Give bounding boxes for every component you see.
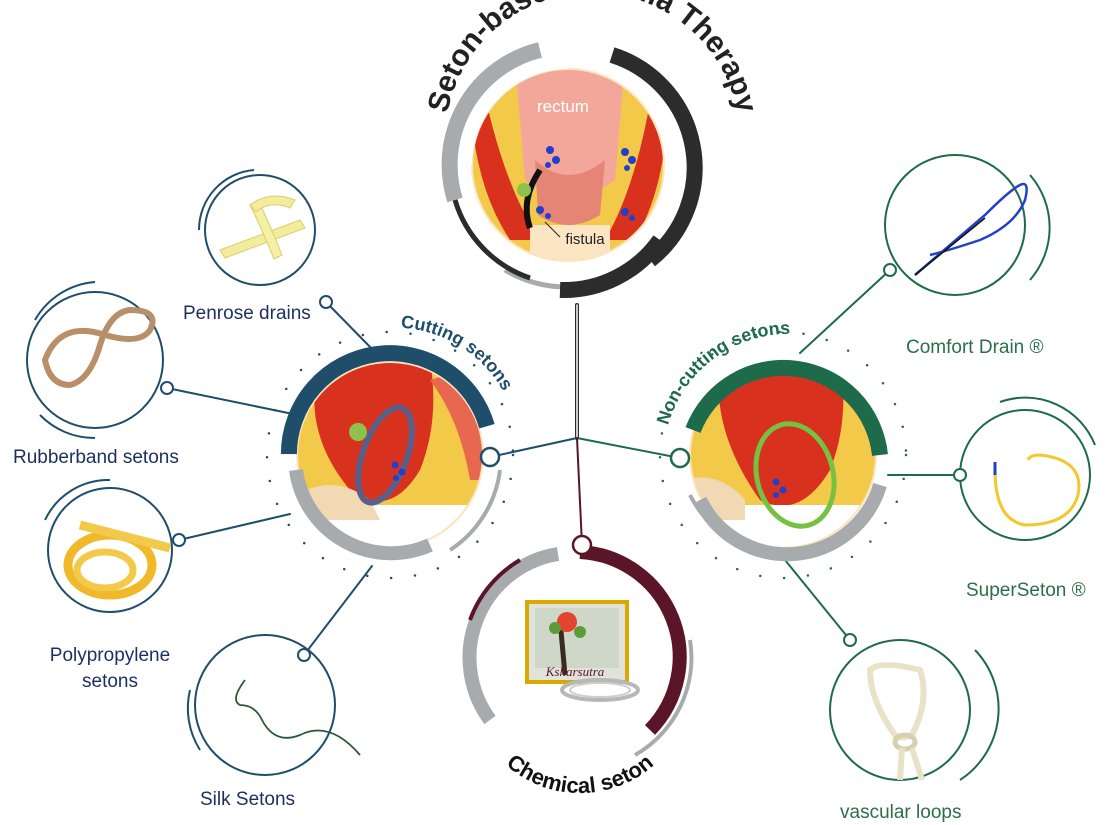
vascular-loop-node bbox=[830, 634, 999, 780]
penrose-drains-label: Penrose drains bbox=[183, 303, 311, 325]
rectum-label: rectum bbox=[537, 97, 589, 116]
polypropylene-setons-label: Polypropylene setons bbox=[40, 645, 180, 693]
non-cutting-setons-hub bbox=[671, 360, 883, 565]
cutting-setons-hub bbox=[277, 340, 500, 565]
comfort-drain-node bbox=[884, 155, 1050, 295]
superseton-icon bbox=[995, 455, 1079, 525]
superseton-node bbox=[954, 398, 1095, 540]
penrose-drain-node bbox=[199, 170, 332, 308]
rubberband-setons-label: Rubberband setons bbox=[13, 447, 179, 469]
silk-setons-label: Silk Setons bbox=[200, 789, 295, 811]
product-box-text: Ksharsutra bbox=[545, 664, 605, 679]
vascular-loops-label: vascular loops bbox=[840, 802, 961, 824]
penrose-drain-icon bbox=[220, 196, 305, 259]
fistula-label: fistula bbox=[565, 231, 605, 248]
polypropylene-line2: setons bbox=[40, 671, 180, 693]
comfort-drain-icon bbox=[915, 184, 1027, 275]
superseton-label: SuperSeton ® bbox=[966, 580, 1086, 602]
vascular-loop-icon bbox=[870, 665, 924, 780]
comfort-drain-label: Comfort Drain ® bbox=[906, 337, 1044, 359]
polypropylene-tube-icon bbox=[68, 525, 170, 595]
rubberband-node bbox=[27, 282, 173, 438]
polypropylene-line1: Polypropylene bbox=[40, 645, 180, 667]
silk-thread-icon bbox=[236, 680, 360, 755]
polypropylene-node bbox=[45, 480, 185, 612]
rubberband-icon bbox=[45, 310, 153, 385]
silk-seton-node bbox=[188, 635, 360, 775]
chemical-seton-hub: Ksharsutra bbox=[470, 536, 692, 755]
chemical-hub-label: Chemical seton bbox=[502, 749, 657, 798]
